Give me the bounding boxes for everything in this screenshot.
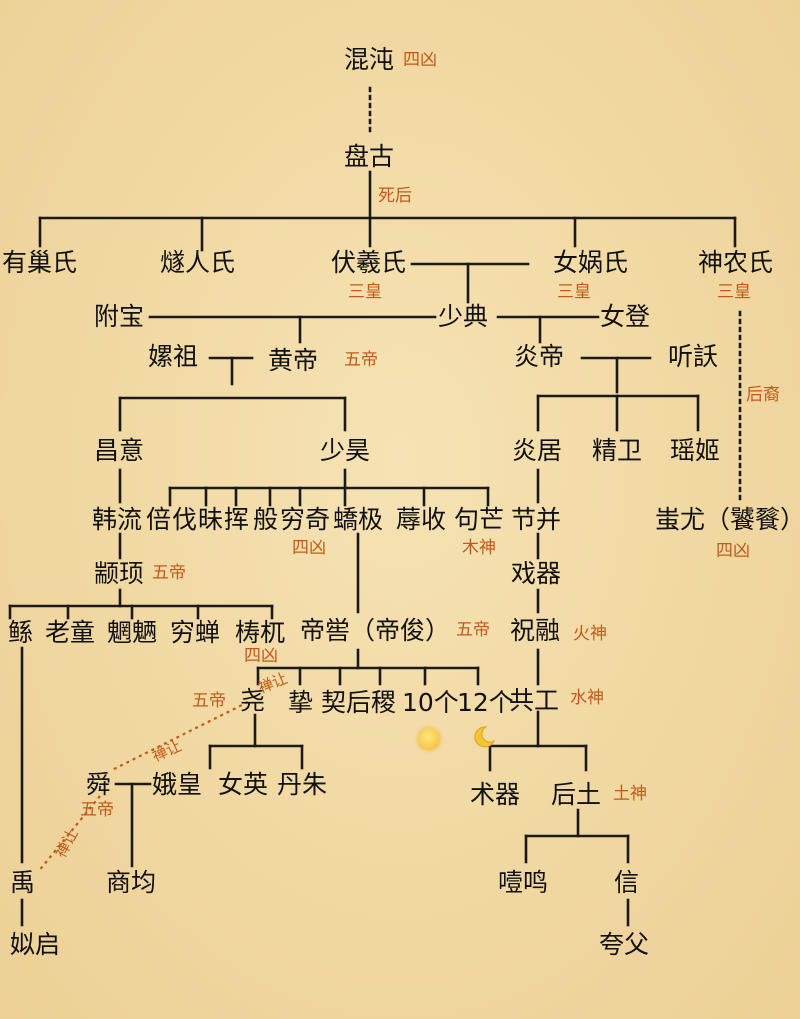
node-ban: 般 xyxy=(253,505,279,534)
node-goumang: 句芒 xyxy=(454,505,505,534)
tag-chiyou: 四凶 xyxy=(716,541,750,561)
node-qiongchan: 穷蝉 xyxy=(170,618,221,647)
node-rushou: 蓐收 xyxy=(396,505,447,534)
node-yaoji: 瑶姬 xyxy=(670,436,721,465)
sun-face-icon xyxy=(418,728,440,750)
node-shuqi: 术器 xyxy=(470,780,521,809)
node-mei: 昧 xyxy=(198,505,224,534)
node-leizu: 嫘祖 xyxy=(148,342,199,371)
node-suiren: 燧人氏 xyxy=(160,248,236,277)
node-shennong: 神农氏 xyxy=(698,248,774,277)
node-huangdi: 黄帝 xyxy=(268,346,319,375)
node-bei: 倍 xyxy=(146,505,172,534)
tag-diku: 五帝 xyxy=(456,620,490,640)
tag-houtu: 土神 xyxy=(613,784,647,804)
node-diku: 帝喾（帝俊） xyxy=(300,616,451,645)
node-youchao: 有巢氏 xyxy=(2,248,78,277)
node-twelve: 12个 xyxy=(457,688,514,717)
tag-huangdi: 五帝 xyxy=(344,350,378,370)
node-houji: 后稷 xyxy=(346,688,397,717)
node-fuxi: 伏羲氏 xyxy=(331,248,407,277)
tag-fuxi: 三皇 xyxy=(348,282,382,302)
node-jiebing: 节并 xyxy=(511,505,562,534)
node-xin: 信 xyxy=(614,868,640,897)
tag-nvwa: 三皇 xyxy=(557,282,591,302)
node-yao: 尧 xyxy=(240,686,266,715)
node-jiaoji: 蟜极 xyxy=(333,505,384,534)
tag-hundun: 四凶 xyxy=(403,50,437,70)
node-nvying: 女英 xyxy=(218,770,269,799)
node-yiming: 噎鸣 xyxy=(498,868,549,897)
tag-qiongqi: 四凶 xyxy=(292,538,326,558)
tag-taowu: 四凶 xyxy=(244,646,278,666)
tag-shun: 五帝 xyxy=(80,800,114,820)
node-wangliang: 魍魉 xyxy=(107,618,158,647)
tag-shennong: 三皇 xyxy=(717,282,751,302)
node-taowu: 梼杌 xyxy=(235,618,286,647)
node-shun: 舜 xyxy=(86,770,112,799)
tag-sihou: 死后 xyxy=(378,186,412,206)
tag-yao: 五帝 xyxy=(192,691,226,711)
node-zhi: 挚 xyxy=(288,688,314,717)
node-gonggong: 共工 xyxy=(509,686,560,715)
node-qi: 契 xyxy=(321,688,347,717)
node-zhuanxu: 颛顼 xyxy=(94,559,145,588)
node-qiongqi: 穷奇 xyxy=(280,505,331,534)
node-hui: 挥 xyxy=(224,505,250,534)
node-chiyou: 蚩尤（饕餮） xyxy=(655,505,800,534)
node-ehuang: 娥皇 xyxy=(152,770,203,799)
node-zhurong: 祝融 xyxy=(510,616,561,645)
node-pangu: 盘古 xyxy=(344,142,395,171)
node-nvwa: 女娲氏 xyxy=(553,248,629,277)
node-ten: 10个 xyxy=(402,688,459,717)
node-xiqi: 戏器 xyxy=(511,559,562,588)
node-nvdeng: 女登 xyxy=(600,302,651,331)
tag-gonggong: 水神 xyxy=(570,688,604,708)
node-laotong: 老童 xyxy=(45,618,96,647)
tag-goumang: 木神 xyxy=(462,538,496,558)
node-shangjun: 商均 xyxy=(106,868,157,897)
node-siqi: 姒启 xyxy=(10,930,61,959)
node-jingwei: 精卫 xyxy=(592,436,643,465)
node-yu: 禹 xyxy=(10,868,36,897)
tag-zhuanxu: 五帝 xyxy=(152,563,186,583)
node-danzhu: 丹朱 xyxy=(277,770,328,799)
node-changyi: 昌意 xyxy=(94,436,145,465)
node-fa: 伐 xyxy=(172,505,198,534)
tag-zhurong: 火神 xyxy=(573,624,607,644)
node-yandi: 炎帝 xyxy=(514,342,565,371)
node-shaohao: 少昊 xyxy=(320,436,371,465)
node-tingyao: 听訞 xyxy=(668,342,719,371)
node-hanliu: 韩流 xyxy=(92,505,143,534)
node-shaodian: 少典 xyxy=(438,302,489,331)
node-fubao: 附宝 xyxy=(94,302,145,331)
node-hundun: 混沌 xyxy=(344,45,395,74)
node-gun: 鲧 xyxy=(8,618,34,647)
node-yanju: 炎居 xyxy=(512,436,563,465)
node-kuafu: 夸父 xyxy=(599,930,650,959)
crescent-moon-icon xyxy=(474,726,496,748)
node-houtu: 后土 xyxy=(551,780,602,809)
tag-houyi: 后裔 xyxy=(746,385,780,405)
